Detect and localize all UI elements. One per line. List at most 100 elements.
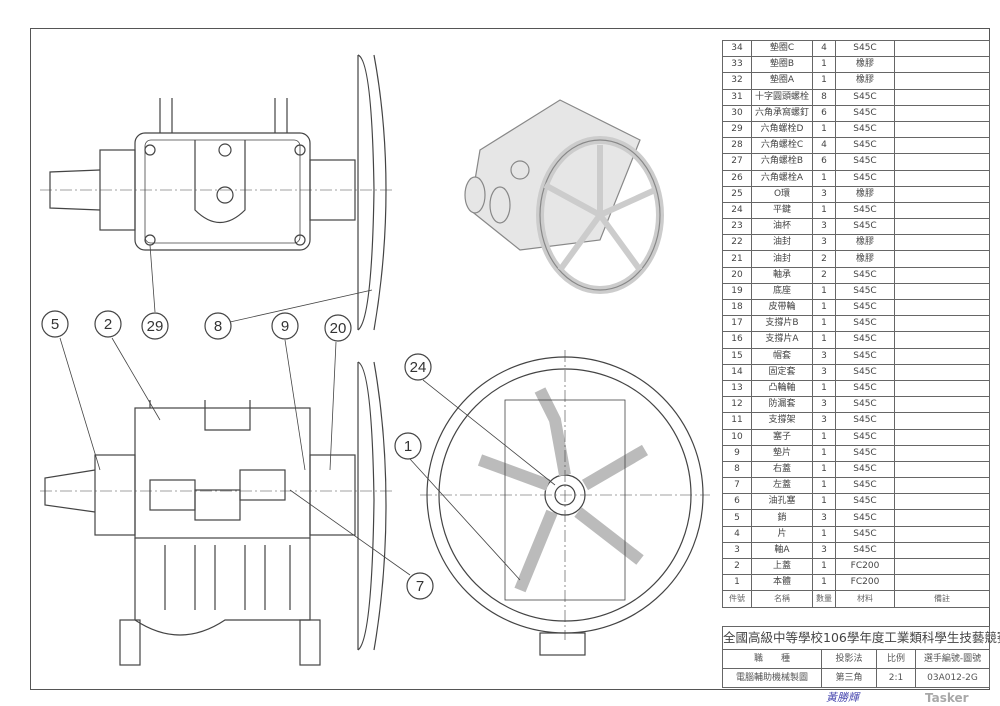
part-note xyxy=(894,104,990,122)
parts-column-header: 件號 xyxy=(722,590,752,608)
part-no: 15 xyxy=(722,347,752,365)
balloon-label: 8 xyxy=(214,318,222,335)
part-no: 14 xyxy=(722,363,752,381)
part-no: 19 xyxy=(722,282,752,301)
header-projection: 投影法 xyxy=(821,649,877,669)
part-qty: 2 xyxy=(812,250,836,268)
part-qty: 4 xyxy=(812,137,836,155)
part-qty: 3 xyxy=(812,347,836,365)
part-qty: 1 xyxy=(812,56,836,74)
part-qty: 3 xyxy=(812,541,836,560)
part-note xyxy=(894,493,990,511)
part-material: S45C xyxy=(835,363,895,381)
part-material: S45C xyxy=(835,347,895,365)
part-note xyxy=(894,218,990,236)
part-qty: 2 xyxy=(812,266,836,284)
drawing-border xyxy=(30,28,990,690)
part-no: 29 xyxy=(722,120,752,139)
part-qty: 1 xyxy=(812,315,836,333)
section-view xyxy=(40,361,395,666)
part-name: 六角承窩螺釘 xyxy=(751,104,813,122)
part-qty: 1 xyxy=(812,169,836,187)
part-qty: 1 xyxy=(812,120,836,139)
part-qty: 1 xyxy=(812,282,836,301)
balloon-circle xyxy=(94,310,122,338)
part-material: 橡膠 xyxy=(835,185,895,203)
part-name: 皮帶輪 xyxy=(751,298,813,317)
balloon-label: 5 xyxy=(51,316,59,333)
part-qty: 4 xyxy=(812,39,836,58)
part-qty: 3 xyxy=(812,234,836,252)
part-no: 27 xyxy=(722,153,752,171)
part-name: 固定套 xyxy=(751,363,813,381)
part-no: 23 xyxy=(722,218,752,236)
part-name: 六角螺栓D xyxy=(751,120,813,139)
part-note xyxy=(894,201,990,220)
part-note xyxy=(894,234,990,252)
part-name: 底座 xyxy=(751,282,813,301)
part-no: 10 xyxy=(722,428,752,446)
parts-column-header: 材料 xyxy=(835,590,895,608)
part-no: 25 xyxy=(722,185,752,203)
part-material: S45C xyxy=(835,282,895,301)
part-no: 17 xyxy=(722,315,752,333)
part-material: FC200 xyxy=(835,557,895,576)
part-name: 右蓋 xyxy=(751,460,813,479)
part-no: 4 xyxy=(722,525,752,543)
header-drawing-number: 選手編號-圖號 xyxy=(915,649,990,669)
leader-lines xyxy=(59,244,556,581)
part-no: 2 xyxy=(722,557,752,576)
part-qty: 1 xyxy=(812,331,836,349)
part-name: 支撐片A xyxy=(751,331,813,349)
balloon-circle xyxy=(406,572,434,600)
part-name: 六角螺栓A xyxy=(751,169,813,187)
part-name: O環 xyxy=(751,185,813,203)
part-name: 軸承 xyxy=(751,266,813,284)
part-note xyxy=(894,120,990,139)
part-note xyxy=(894,282,990,301)
part-no: 6 xyxy=(722,493,752,511)
part-no: 33 xyxy=(722,56,752,74)
balloon-circle xyxy=(141,312,169,340)
part-material: S45C xyxy=(835,153,895,171)
side-view xyxy=(420,350,710,656)
part-name: 凸輪軸 xyxy=(751,379,813,398)
part-qty: 1 xyxy=(812,574,836,592)
balloon-circle xyxy=(204,312,232,340)
part-note xyxy=(894,574,990,592)
part-name: 油杯 xyxy=(751,218,813,236)
top-view xyxy=(40,54,395,331)
part-material: 橡膠 xyxy=(835,72,895,90)
part-qty: 1 xyxy=(812,525,836,543)
part-no: 26 xyxy=(722,169,752,187)
part-note xyxy=(894,509,990,527)
part-material: S45C xyxy=(835,444,895,462)
part-material: S45C xyxy=(835,201,895,220)
parts-column-header: 名稱 xyxy=(751,590,813,608)
parts-header-row: 件號名稱數量材料備註 xyxy=(722,590,990,608)
part-name: 平鍵 xyxy=(751,201,813,220)
part-no: 22 xyxy=(722,234,752,252)
title-block: 職 種 投影法 比例 選手編號-圖號 電腦輔助機械製圖 第三角 2:1 03A0… xyxy=(722,649,990,688)
part-no: 30 xyxy=(722,104,752,122)
part-no: 9 xyxy=(722,444,752,462)
part-no: 13 xyxy=(722,379,752,398)
part-material: S45C xyxy=(835,379,895,398)
part-name: 六角螺栓C xyxy=(751,137,813,155)
part-note xyxy=(894,379,990,398)
part-name: 塞子 xyxy=(751,428,813,446)
part-no: 31 xyxy=(722,88,752,106)
parts-column-header: 數量 xyxy=(812,590,836,608)
balloon-label: 20 xyxy=(330,320,347,337)
